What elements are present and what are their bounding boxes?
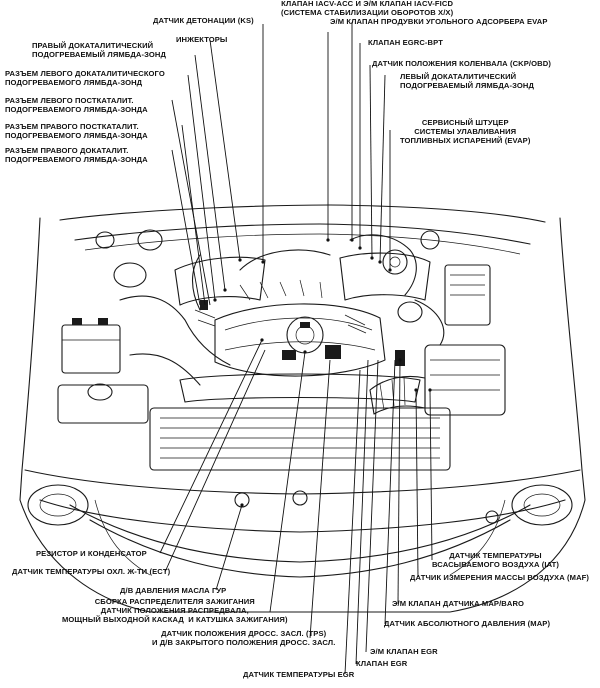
label-map-baro-solenoid: Э/М КЛАПАН ДАТЧИКА MAP/BARO bbox=[392, 599, 525, 608]
label-right-pre-conn: РАЗЪЕМ ПРАВОГО ДОКАТАЛИТ. ПОДОГРЕВАЕМОГО… bbox=[5, 146, 148, 164]
leader-right-post-conn bbox=[181, 124, 206, 306]
label-egr-solenoid: Э/М КЛАПАН EGR bbox=[370, 647, 438, 656]
engine-bay-illustration bbox=[19, 204, 586, 613]
label-iacv: КЛАПАН IACV-ACC И Э/М КЛАПАН IACV-FICD (… bbox=[281, 0, 454, 17]
leader-left-pre-o2 bbox=[379, 74, 386, 263]
label-ckp: ДАТЧИК ПОЛОЖЕНИЯ КОЛЕНВАЛА (CKP/OBD) bbox=[372, 59, 551, 68]
leader-right-pre-conn bbox=[171, 149, 201, 306]
leader-distributor bbox=[269, 351, 306, 613]
label-injectors: ИНЖЕКТОРЫ bbox=[176, 35, 228, 44]
leader-right-pre-o2 bbox=[194, 54, 226, 291]
leader-left-post-conn bbox=[171, 99, 211, 306]
label-egr-valve: КЛАПАН EGR bbox=[356, 659, 408, 668]
leader-left-pre-conn bbox=[187, 74, 216, 301]
leader-egr-valve bbox=[355, 359, 369, 665]
label-right-post-conn: РАЗЪЕМ ПРАВОГО ПОСТКАТАЛИТ. ПОДОГРЕВАЕМО… bbox=[5, 122, 148, 140]
label-maf: ДАТЧИК ИЗМЕРЕНИЯ МАССЫ ВОЗДУХА (MAF) bbox=[410, 573, 590, 582]
label-evap-service-port: СЕРВИСНЫЙ ШТУЦЕР СИСТЕМЫ УЛАВЛИВАНИЯ ТОП… bbox=[400, 118, 531, 145]
leader-map bbox=[384, 359, 396, 625]
label-ect: ДАТЧИК ТЕМПЕРАТУРЫ ОХЛ. Ж-ТИ (ECT) bbox=[12, 567, 171, 576]
leader-resistor bbox=[159, 339, 263, 554]
label-tps: ДАТЧИК ПОЛОЖЕНИЯ ДРОСС. ЗАСЛ. (TPS) И Д/… bbox=[152, 629, 336, 647]
leader-iat bbox=[429, 389, 433, 561]
label-left-pre-conn: РАЗЪЕМ ЛЕВОГО ДОКАТАЛИТИЧЕСКОГО ПОДОГРЕВ… bbox=[5, 69, 165, 87]
label-resistor-capacitor: РЕЗИСТОР И КОНДЕНСАТОР bbox=[36, 549, 147, 558]
label-right-pre-o2: ПРАВЫЙ ДОКАТАЛИТИЧЕСКИЙ ПОДОГРЕВАЕМЫЙ ЛЯ… bbox=[32, 41, 166, 59]
label-left-post-conn: РАЗЪЕМ ЛЕВОГО ПОСТКАТАЛИТ. ПОДОГРЕВАЕМОГ… bbox=[5, 96, 148, 114]
leader-tps bbox=[309, 359, 331, 639]
label-evap-purge: Э/М КЛАПАН ПРОДУВКИ УГОЛЬНОГО АДСОРБЕРА … bbox=[330, 17, 548, 26]
label-iat: ДАТЧИК ТЕМПЕРАТУРЫ ВСАСЫВАЕМОГО ВОЗДУХА … bbox=[432, 551, 559, 569]
leader-ps bbox=[215, 504, 243, 591]
leader-endpoints bbox=[213, 238, 432, 507]
label-ps-pressure-switch: Д/В ДАВЛЕНИЯ МАСЛА ГУР bbox=[120, 586, 227, 595]
label-egrc-bpt: КЛАПАН EGRC-BPT bbox=[368, 38, 444, 47]
leader-map-baro bbox=[397, 359, 401, 605]
leader-injectors bbox=[209, 39, 241, 261]
leader-egr-temp bbox=[344, 369, 361, 675]
label-knock-sensor: ДАТЧИК ДЕТОНАЦИИ (KS) bbox=[153, 16, 254, 25]
leader-ckp bbox=[369, 64, 373, 259]
label-egr-temp-sensor: ДАТЧИК ТЕМПЕРАТУРЫ EGR bbox=[243, 670, 355, 679]
leader-maf bbox=[415, 389, 419, 578]
label-map-sensor: ДАТЧИК АБСОЛЮТНОГО ДАВЛЕНИЯ (MAP) bbox=[384, 619, 551, 628]
leader-lines bbox=[159, 22, 433, 675]
leader-ect bbox=[164, 349, 266, 573]
label-left-pre-o2: ЛЕВЫЙ ДОКАТАЛИТИЧЕСКИЙ ПОДОГРЕВАЕМЫЙ ЛЯМ… bbox=[400, 72, 534, 90]
label-distributor-assembly: СБОРКА РАСПРЕДЕЛИТЕЛЯ ЗАЖИГАНИЯ ДАТЧИК П… bbox=[62, 597, 288, 624]
leader-egr-solenoid bbox=[365, 359, 379, 653]
